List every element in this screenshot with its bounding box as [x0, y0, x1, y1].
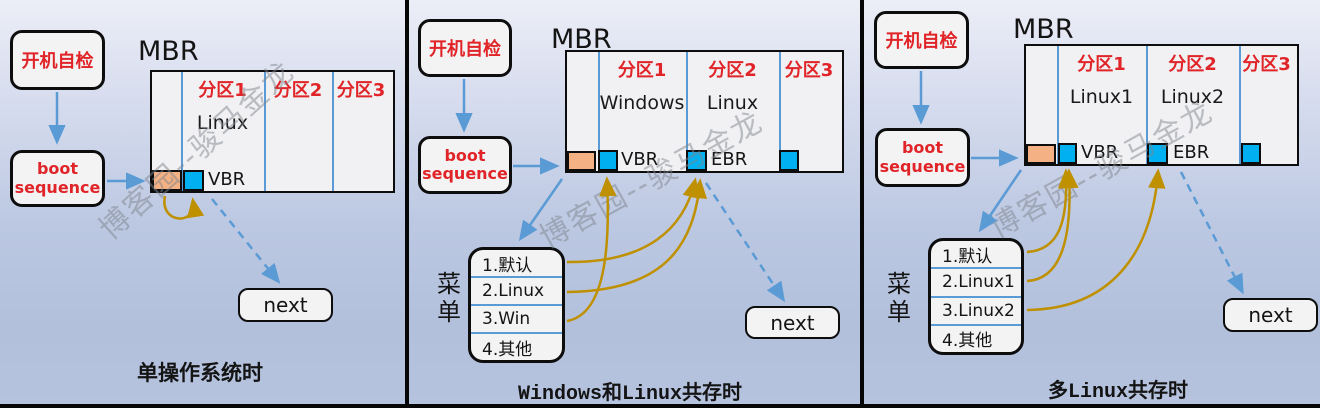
next-label: next	[770, 310, 815, 335]
poweron-label: 开机自检	[885, 31, 958, 52]
arrow-mbr-to-menu	[518, 178, 564, 242]
mbr-box: 分区1 分区2 分区3 Linux VBR	[150, 70, 395, 193]
vbr-cell	[1058, 143, 1077, 164]
menu-item-2: 2.Linux1	[931, 267, 1021, 295]
vbr-label: VBR	[621, 149, 659, 170]
arrow-linux1-to-vbr	[1026, 168, 1079, 283]
arrow-linux-to-ebr	[566, 178, 708, 294]
mbr-gap-cell	[1026, 144, 1056, 164]
menu-item-2: 2.Linux	[471, 276, 562, 304]
panel-divider	[860, 0, 864, 408]
partition-divider	[332, 72, 334, 191]
poweron-label: 开机自检	[429, 39, 501, 60]
partition-divider	[686, 52, 688, 171]
os-label-2: Linux	[706, 92, 759, 114]
arrow-ebr-to-next	[704, 182, 786, 303]
menu-item-4: 4.其他	[471, 332, 562, 360]
vbr-label: VBR	[1081, 142, 1119, 163]
partition-label-3: 分区3	[336, 80, 386, 101]
boot-label-1: boot	[36, 159, 79, 179]
poweron-box: 开机自检	[10, 30, 105, 90]
partition-divider	[779, 52, 781, 171]
mbr-gap-cell	[567, 151, 596, 171]
mbr-label: MBR	[551, 24, 612, 55]
ebr-label: EBR	[711, 149, 748, 170]
arrow-default-to-vbr	[1026, 168, 1076, 254]
ebr-cell	[1147, 143, 1168, 164]
partition-divider	[1057, 46, 1059, 164]
arrow-gap-to-vbr	[163, 195, 205, 220]
boot-label-2: sequence	[422, 164, 508, 183]
boot-label-2: sequence	[14, 177, 101, 197]
panel-caption: 多Linux共存时	[1047, 381, 1188, 404]
arrow-ebr-to-next	[1179, 171, 1244, 295]
menu-box: 1.默认 2.Linux1 3.Linux2 4.其他	[928, 238, 1024, 355]
boot-label-1: boot	[901, 138, 944, 158]
menu-item-3: 3.Linux2	[931, 295, 1021, 324]
mbr-gap-cell	[152, 170, 182, 191]
partition-label-1: 分区1	[617, 60, 667, 81]
vbr-cell	[183, 170, 204, 191]
vbr-cell	[598, 150, 618, 171]
ebr-cell	[686, 150, 707, 171]
menu-title: 菜单	[437, 270, 461, 326]
bottom-border	[0, 404, 1320, 408]
next-box: next	[745, 306, 840, 339]
mbr-box: 分区1 分区2 分区3 Linux1 Linux2 VBR EBR	[1024, 44, 1299, 166]
arrow-vbr-to-next	[211, 198, 281, 284]
partition-divider	[598, 52, 600, 171]
partition-divider	[181, 72, 183, 191]
os-label: Linux	[196, 112, 249, 134]
partition-label-1: 分区1	[1077, 54, 1126, 75]
panel-caption: 单操作系统时	[137, 361, 263, 385]
menu-item-4: 4.其他	[931, 323, 1021, 352]
arrow-win-to-vbr	[566, 176, 617, 323]
os-label-2: Linux2	[1160, 86, 1225, 108]
partition-label-3: 分区3	[784, 60, 834, 81]
next-label: next	[1248, 303, 1293, 327]
boot-sequence-box: boot sequence	[875, 128, 970, 187]
partition-label-2: 分区2	[1168, 54, 1217, 75]
partition-label-2: 分区2	[273, 80, 323, 101]
mbr-box: 分区1 分区2 分区3 Windows Linux VBR EBR	[565, 50, 844, 173]
ebr-label: EBR	[1173, 142, 1210, 163]
next-box: next	[1223, 298, 1318, 332]
poweron-box: 开机自检	[874, 11, 969, 69]
partition3-cell	[779, 150, 799, 171]
partition-divider	[1146, 46, 1148, 164]
boot-sequence-box: boot sequence	[418, 136, 512, 194]
partition-divider	[1239, 46, 1241, 164]
mbr-label: MBR	[1013, 14, 1074, 45]
os-label-1: Linux1	[1069, 86, 1134, 108]
menu-item-1: 1.默认	[482, 255, 533, 276]
next-box: next	[238, 288, 333, 322]
arrow-default-to-ebr	[566, 177, 700, 264]
arrow-mbr-to-menu	[978, 169, 1023, 233]
os-label-1: Windows	[599, 92, 685, 114]
menu-item-1: 1.默认	[942, 246, 993, 267]
panel-caption: Windows和Linux共存时	[517, 383, 743, 406]
partition-label-1: 分区1	[198, 80, 247, 101]
partition-label-3: 分区3	[1242, 54, 1291, 75]
menu-item-3: 3.Win	[471, 304, 562, 332]
boot-sequence-box: boot sequence	[10, 150, 105, 207]
partition3-cell	[1241, 143, 1261, 164]
poweron-label: 开机自检	[21, 51, 94, 72]
menu-title: 菜单	[887, 270, 911, 326]
next-label: next	[263, 293, 308, 317]
partition-divider	[264, 72, 266, 191]
partition-label-2: 分区2	[708, 60, 757, 81]
mbr-label: MBR	[138, 36, 199, 67]
panel-divider	[405, 0, 409, 408]
boot-label-2: sequence	[879, 156, 966, 176]
arrow-linux2-to-ebr	[1026, 168, 1166, 312]
vbr-label: VBR	[208, 169, 246, 190]
poweron-box: 开机自检	[418, 19, 512, 77]
menu-box: 1.默认 2.Linux 3.Win 4.其他	[468, 247, 565, 363]
boot-label-1: boot	[444, 145, 486, 165]
